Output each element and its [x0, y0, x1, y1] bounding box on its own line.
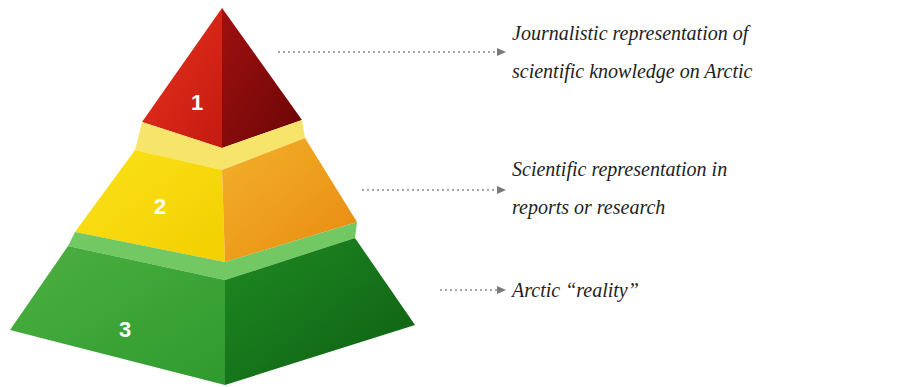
level-description: Arctic “reality”	[512, 271, 812, 309]
level-description: Scientific representation in reports or …	[512, 150, 762, 226]
pyramid-band-shape	[8, 220, 418, 387]
leader-line	[362, 189, 498, 191]
leader-line	[440, 289, 498, 291]
level-number: 1	[191, 92, 203, 114]
leader-line	[278, 51, 498, 53]
level-number: 3	[119, 319, 131, 341]
pyramid-face	[10, 246, 225, 385]
pyramid-level: 3	[8, 220, 418, 387]
leader-arrowhead	[497, 48, 506, 56]
pyramid-face	[225, 238, 415, 385]
level-number: 2	[154, 196, 166, 218]
leader-arrowhead	[497, 286, 506, 294]
leader-arrowhead	[497, 186, 506, 194]
level-description: Journalistic representation of scientifi…	[512, 14, 804, 90]
